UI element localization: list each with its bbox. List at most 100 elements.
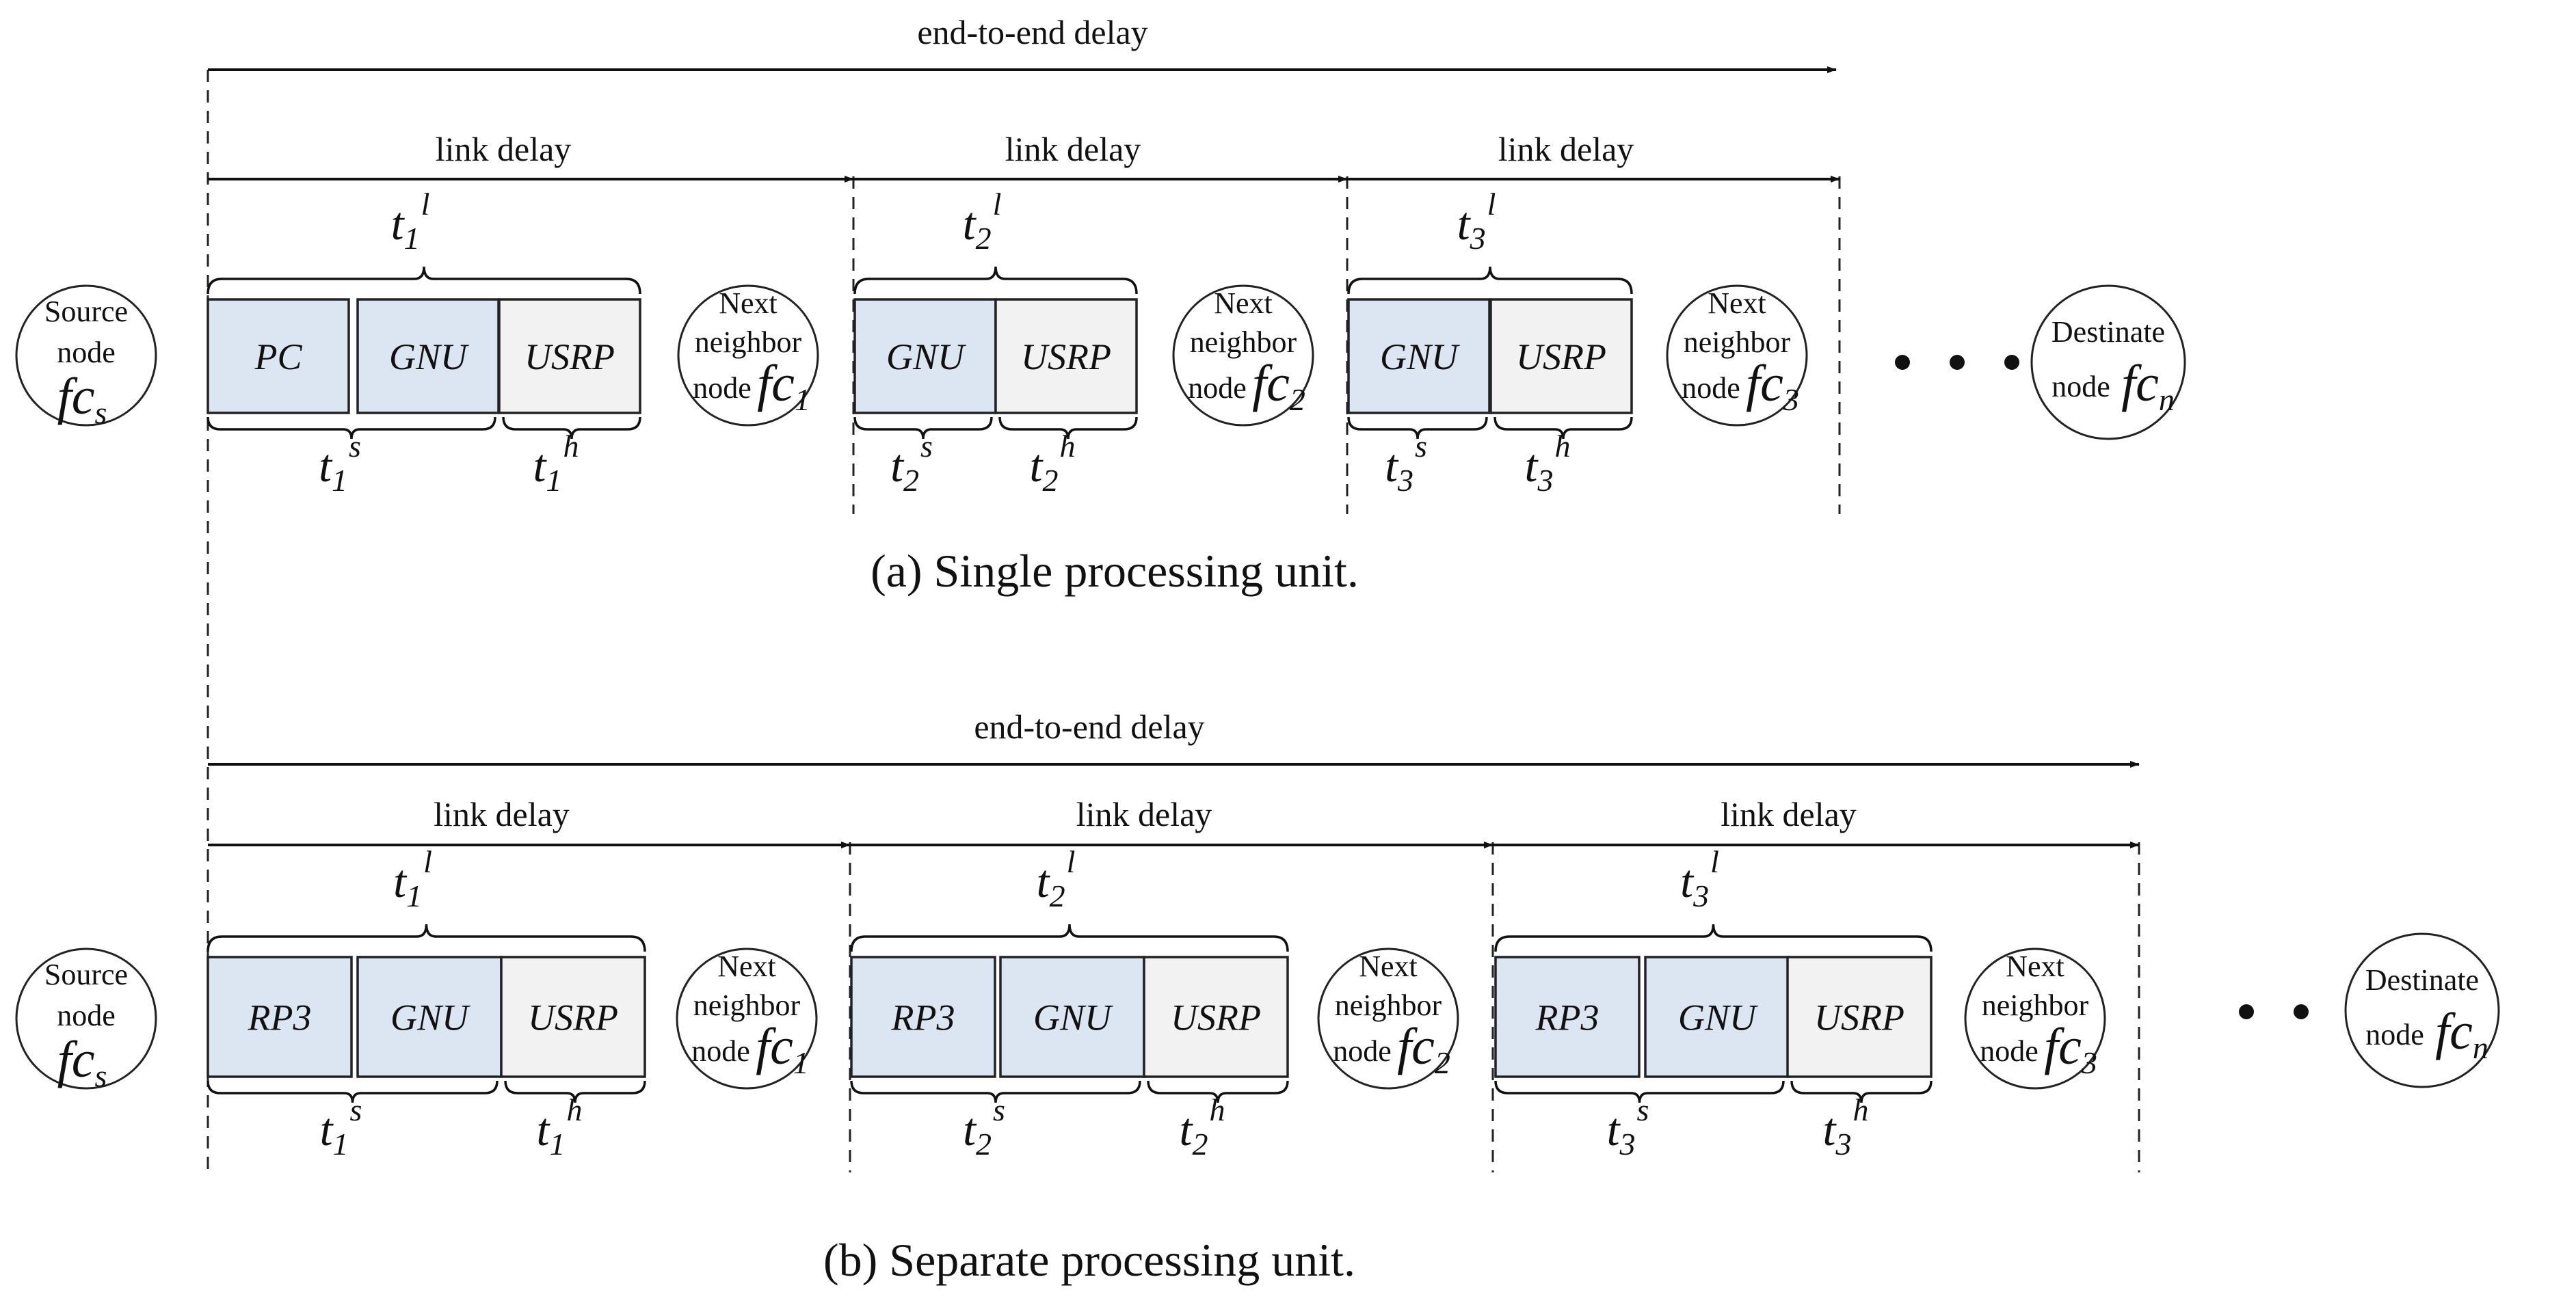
next-neighbor-label: Next: [2006, 950, 2064, 983]
processing-box-label: PC: [254, 336, 302, 377]
brace-link: [853, 266, 1138, 295]
next-neighbor-node: [1172, 284, 1314, 427]
ellipsis-dot: [1895, 355, 1910, 370]
destinate-node-label: Destinate: [2365, 963, 2479, 997]
ellipsis-dot: [1950, 355, 1965, 370]
t-link-label: t2l: [963, 187, 1002, 256]
next-neighbor-label: Next: [1359, 950, 1418, 983]
t-software-label: t2s: [890, 429, 933, 498]
next-neighbor-fc: fc3: [1746, 355, 1799, 417]
processing-box-label: GNU: [389, 336, 469, 377]
next-neighbor-label: node: [693, 371, 752, 405]
end-to-end-label: end-to-end delay: [917, 13, 1147, 51]
brace-software: [207, 1080, 499, 1103]
brace-link: [207, 266, 641, 295]
next-neighbor-fc: fc1: [757, 355, 810, 417]
t-hardware-label: t3h: [1823, 1092, 1869, 1161]
processing-box-label: GNU: [390, 997, 470, 1038]
t-hardware-label: t2h: [1030, 429, 1076, 498]
brace-hardware: [504, 1080, 646, 1103]
destinate-node-fc: fcn: [2121, 355, 2175, 417]
link-delay-label: link delay: [1721, 795, 1857, 833]
source-node-label: node: [57, 336, 116, 369]
processing-box-usrp: [994, 298, 1138, 414]
processing-box-usrp: [1489, 298, 1633, 414]
processing-box-usrp: [1143, 956, 1289, 1078]
t-link-label: t3l: [1457, 187, 1496, 256]
panel-caption: (a) Single processing unit.: [871, 545, 1359, 597]
brace-software: [853, 416, 993, 440]
next-neighbor-node: [1666, 284, 1808, 427]
t-link-label: t1l: [391, 187, 430, 256]
ellipsis-dot: [2004, 355, 2019, 370]
brace-hardware: [1790, 1080, 1933, 1103]
brace-link: [207, 924, 646, 952]
next-neighbor-node: [1317, 948, 1459, 1090]
next-neighbor-label: node: [691, 1034, 750, 1068]
next-neighbor-fc: fc1: [756, 1018, 809, 1080]
next-neighbor-label: neighbor: [695, 325, 802, 359]
next-neighbor-label: Next: [719, 286, 778, 320]
next-neighbor-label: Next: [717, 950, 776, 983]
processing-box-gnu: [356, 298, 500, 414]
destinate-node-fc: fcn: [2435, 1003, 2488, 1065]
next-neighbor-fc: fc3: [2044, 1018, 2097, 1080]
next-neighbor-node: [677, 284, 819, 427]
brace-link: [1494, 924, 1933, 952]
destinate-node-label: node: [2365, 1018, 2424, 1051]
t-software-label: t1s: [320, 1092, 362, 1161]
source-node: [15, 948, 157, 1090]
t-link-label: t2l: [1037, 844, 1076, 913]
next-neighbor-label: node: [1188, 371, 1247, 405]
t-software-label: t2s: [963, 1092, 1005, 1161]
t-software-label: t1s: [319, 429, 361, 498]
processing-box-gnu: [356, 956, 503, 1078]
processing-box-gnu: [999, 956, 1145, 1078]
source-node-fc: fcs: [57, 1031, 107, 1093]
processing-box-rp3: [207, 956, 353, 1078]
source-node-label: Source: [44, 958, 128, 991]
processing-box-label: RP3: [248, 997, 312, 1038]
next-neighbor-label: neighbor: [1684, 325, 1791, 359]
processing-box-label: GNU: [1678, 997, 1758, 1038]
brace-software: [850, 1080, 1141, 1103]
processing-box-label: GNU: [1380, 336, 1460, 377]
t-link-label: t1l: [393, 844, 432, 913]
source-node: [15, 284, 157, 427]
brace-hardware: [1147, 1080, 1289, 1103]
next-neighbor-node: [1964, 948, 2106, 1090]
processing-box-gnu: [853, 298, 997, 414]
processing-box-pc: [207, 298, 350, 414]
destinate-node-label: node: [2051, 370, 2110, 403]
source-node-label: Source: [44, 295, 128, 328]
processing-box-label: USRP: [1021, 336, 1111, 377]
processing-box-label: USRP: [528, 997, 618, 1038]
processing-box-label: USRP: [525, 336, 615, 377]
brace-link: [850, 924, 1289, 952]
t-hardware-label: t1h: [537, 1092, 583, 1161]
t-hardware-label: t1h: [533, 429, 579, 498]
next-neighbor-label: neighbor: [1335, 989, 1442, 1022]
t-software-label: t3s: [1607, 1092, 1649, 1161]
t-software-label: t3s: [1385, 429, 1427, 498]
brace-link: [1347, 266, 1633, 295]
processing-box-label: GNU: [1033, 997, 1113, 1038]
processing-box-label: RP3: [891, 997, 955, 1038]
next-neighbor-label: neighbor: [1982, 989, 2089, 1022]
next-neighbor-label: neighbor: [1190, 325, 1297, 359]
panel-caption: (b) Separate processing unit.: [823, 1234, 1355, 1286]
link-delay-label: link delay: [1076, 795, 1212, 833]
brace-software: [207, 416, 496, 440]
source-node-label: node: [57, 999, 116, 1032]
next-neighbor-label: Next: [1708, 286, 1766, 320]
ellipsis-dot: [2239, 1004, 2254, 1019]
next-neighbor-label: node: [1333, 1034, 1392, 1068]
processing-box-label: USRP: [1516, 336, 1606, 377]
processing-box-usrp: [498, 298, 641, 414]
t-link-label: t3l: [1680, 844, 1719, 913]
next-neighbor-label: neighbor: [693, 989, 801, 1022]
brace-software: [1494, 1080, 1785, 1103]
processing-box-label: RP3: [1535, 997, 1599, 1038]
processing-box-gnu: [1347, 298, 1491, 414]
